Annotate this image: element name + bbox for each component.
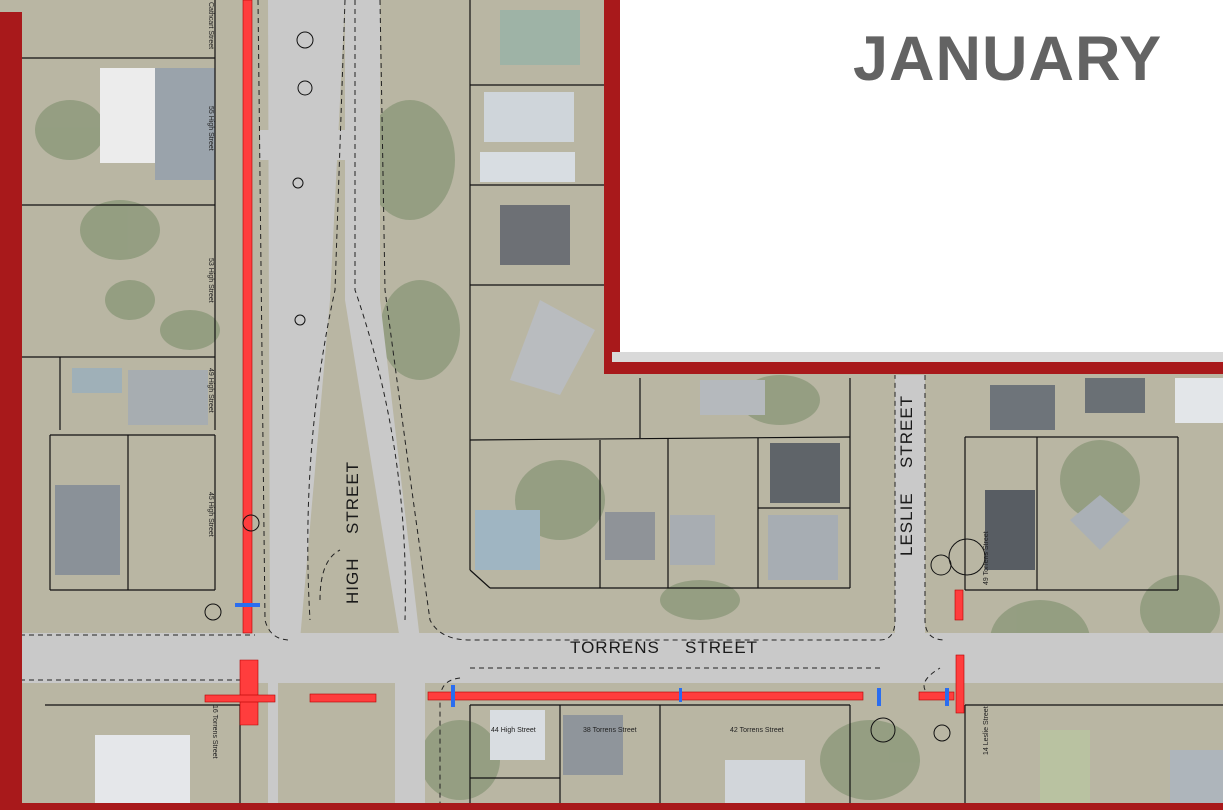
title: JANUARY [853, 24, 1163, 94]
frame-panel-bottom [604, 362, 1223, 374]
lot-label-49-torrens: 49 Torrens Street [983, 531, 990, 585]
frame-left [0, 12, 22, 810]
lot-label-45-high: 45 High Street [207, 492, 214, 537]
torrens-street-label-2: STREET [685, 638, 759, 657]
title-panel [620, 0, 1223, 352]
road-edges [20, 0, 946, 810]
lot-label-53-high: 53 High Street [207, 258, 214, 303]
leslie-street-label-2: STREET [897, 394, 916, 468]
torrens-street-label-1: TORRENS [570, 638, 660, 657]
lot-label-44-high: 44 High Street [491, 727, 536, 734]
lot-label-55-high: 55 High Street [207, 106, 214, 151]
high-street-label-high: HIGH [343, 557, 362, 605]
lot-label-cathcart: Cathcart Street [207, 2, 214, 50]
frame-bottom [0, 803, 1223, 810]
high-street-label-street: STREET [343, 460, 362, 534]
lot-label-14-leslie: 14 Leslie Street [983, 706, 990, 755]
lot-label-42-torrens: 42 Torrens Street [730, 727, 784, 734]
buildings [55, 10, 1223, 810]
lot-label-38-torrens: 38 Torrens Street [583, 727, 637, 734]
ramp-markers [235, 603, 949, 707]
lot-label-49-high: 49 High Street [207, 368, 214, 413]
proposed-works [204, 0, 965, 726]
frame-panel-left [604, 0, 620, 372]
title-panel-shadow [612, 352, 1223, 362]
lot-label-16-torrens: 16 Torrens Street [211, 705, 218, 759]
leslie-street-label-1: LESLIE [897, 492, 916, 556]
tree-symbols [204, 31, 986, 743]
